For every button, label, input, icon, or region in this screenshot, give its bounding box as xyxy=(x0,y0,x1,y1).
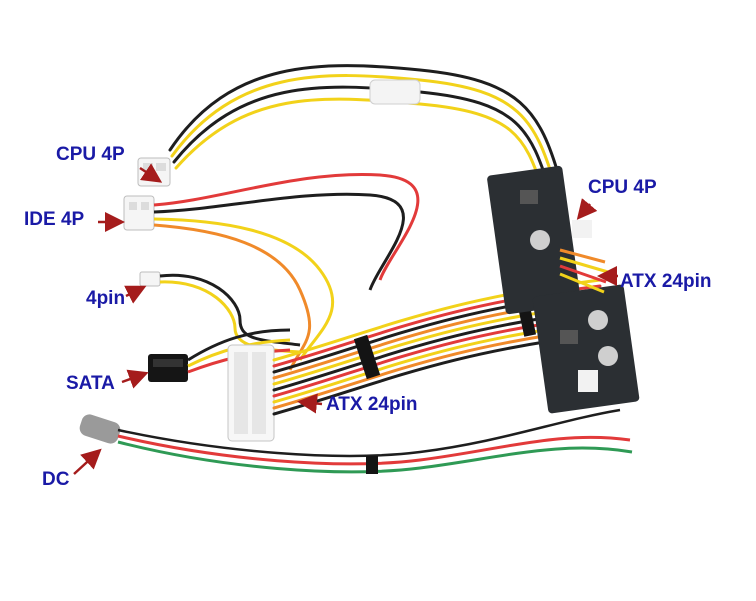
cpu-4p-connector-left xyxy=(137,157,171,187)
label-atx-24pin-right: ATX 24pin xyxy=(620,271,712,292)
dc-cable xyxy=(117,408,633,474)
label-4pin: 4pin xyxy=(86,288,126,309)
arrow-sata xyxy=(121,369,149,389)
label-sata: SATA xyxy=(66,373,115,394)
4pin-connector xyxy=(139,271,161,287)
psu-board xyxy=(487,165,640,414)
arrow-4pin xyxy=(124,285,147,304)
cable-tie xyxy=(366,456,378,474)
label-ide-4p: IDE 4P xyxy=(24,209,85,230)
arrow-cpu-left xyxy=(139,163,163,183)
ide-4p-connector xyxy=(123,195,155,231)
dc-jack xyxy=(79,414,121,444)
cable-tie xyxy=(353,334,381,380)
ide-cable xyxy=(153,172,420,371)
label-cpu-4p-left: CPU 4P xyxy=(56,144,125,165)
callout-arrows xyxy=(73,163,618,475)
sata-connector xyxy=(148,354,188,382)
atx-24pin-connector-center xyxy=(227,344,275,442)
label-cpu-4p-right: CPU 4P xyxy=(588,177,657,198)
white-connector-top xyxy=(369,79,421,105)
label-dc: DC xyxy=(42,469,70,490)
label-atx-24pin-center: ATX 24pin xyxy=(326,394,418,415)
arrow-dc xyxy=(73,448,102,475)
arrow-atx-center xyxy=(297,393,323,414)
arrow-cpu-right xyxy=(576,198,598,220)
